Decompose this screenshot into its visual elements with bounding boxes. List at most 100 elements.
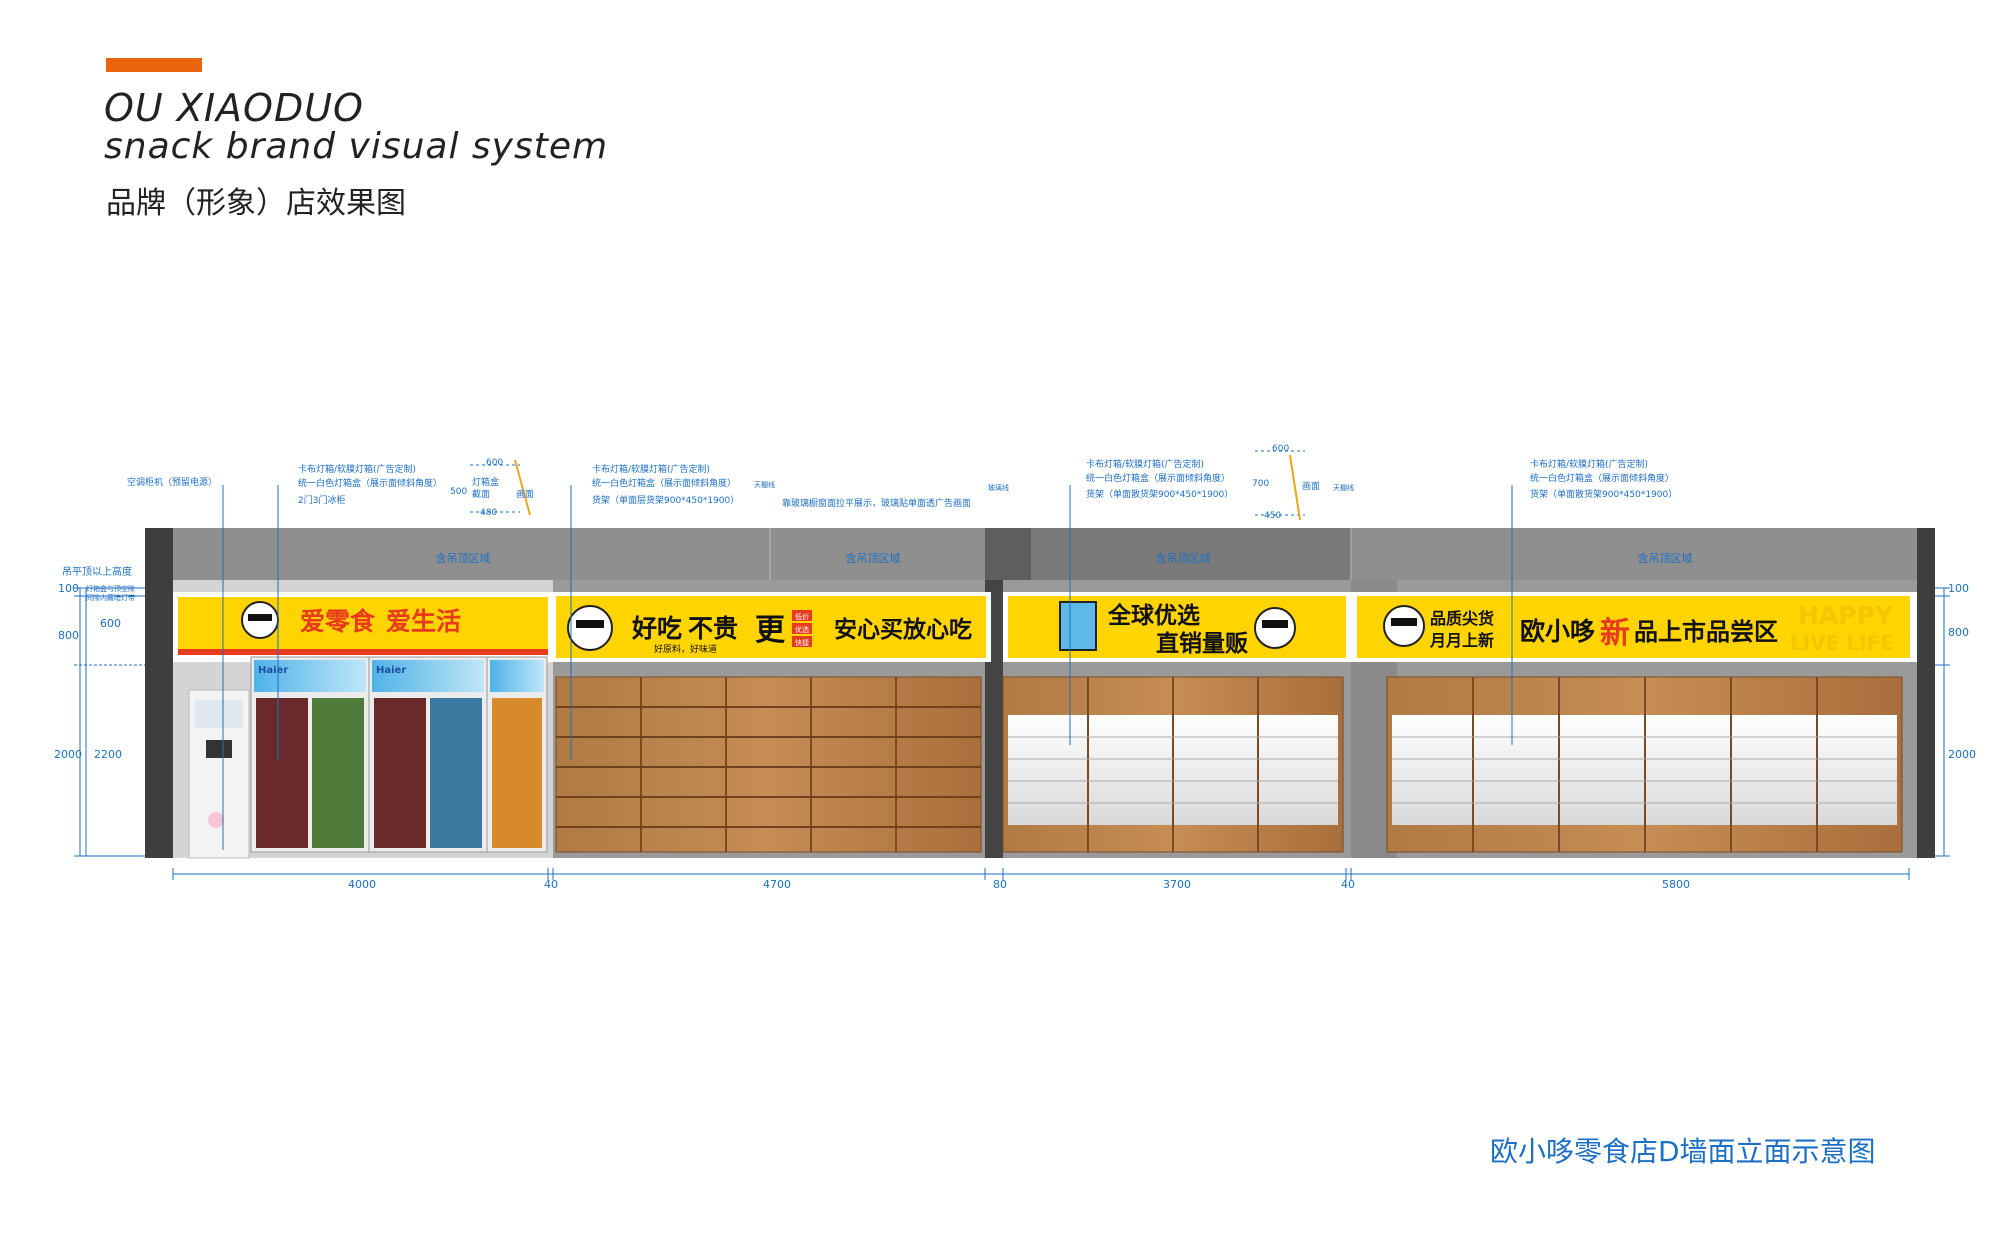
fridge-brand-2: Haier (376, 665, 406, 676)
brand-title: OU XIAODUO (104, 86, 364, 130)
sign-2: 好吃 不贵 好原料，好味道 更 低价 优选 快捷 安心买放心吃 (551, 592, 991, 662)
sign4-text-g: LIVE LIFE (1790, 631, 1894, 655)
sign4-text-d: 新 (1600, 616, 1630, 651)
ldim-0: 100 (58, 582, 79, 595)
sign2-text-b: 不贵 (688, 614, 738, 643)
ann-ac: 空调柜机（预留电源） (127, 476, 217, 488)
sd-1: 500 (450, 487, 467, 497)
ann-hang-note2: 间隙内藏暗灯带 (86, 593, 135, 602)
sign2-text-g: 安心买放心吃 (834, 616, 972, 643)
ann-ceiling-line-2: 天棚线 (1333, 483, 1354, 492)
shelf-bank-3 (1386, 676, 1903, 853)
sd-0: 600 (486, 458, 503, 468)
ceiling-dark-gap (985, 528, 1031, 580)
sign-3: 全球优选 直销量贩 (1003, 592, 1351, 662)
bottom-dim-lines (172, 868, 1910, 880)
ann-shelf-3: 货架（单面散货架900*450*1900） (1086, 488, 1233, 500)
shelf-bank-1 (555, 676, 982, 853)
ann-lightbox-b-4: 统一白色灯箱盒（展示面倾斜角度） (1530, 472, 1674, 484)
sign4-text-f: HAPPY (1798, 601, 1894, 630)
wdim-3: 80 (993, 878, 1007, 891)
sign-1: 爱零食 爱生活 (173, 592, 553, 662)
wdim-5: 40 (1341, 878, 1355, 891)
wdim-2: 4700 (763, 878, 791, 891)
sign1-text-b: 爱生活 (386, 607, 461, 636)
ldim-1: 600 (100, 617, 121, 630)
sign2-text-h: 好原料，好味道 (654, 643, 717, 655)
ann-lightbox-b-3: 统一白色灯箱盒（展示面倾斜角度） (1086, 472, 1230, 484)
ann-fridge: 2门3门冰柜 (298, 494, 345, 506)
sign2-text-e: 优选 (795, 625, 809, 634)
accent-bar (106, 58, 202, 72)
sd-3: 600 (1272, 444, 1289, 454)
sign4-text-c: 欧小哆 (1520, 617, 1595, 646)
ldim-4: 2200 (94, 748, 122, 761)
left-dim-lines (74, 587, 145, 857)
sign3-text-a: 全球优选 (1107, 602, 1200, 629)
ann-shelf-4: 货架（单面散货架900*450*1900） (1530, 488, 1677, 500)
fridge-group-1: Haier (250, 656, 370, 853)
flower-icon (208, 812, 224, 828)
fridge-single (486, 656, 548, 853)
sd-2: 480 (480, 508, 497, 518)
sign3-text-b: 直销量贩 (1156, 630, 1248, 657)
sign2-text-c: 更 (755, 613, 786, 648)
sign4-text-e: 品上市品尝区 (1634, 618, 1778, 646)
sd-4: 700 (1252, 479, 1269, 489)
shelf-bank-2 (1002, 676, 1344, 853)
brand-subtitle: snack brand visual system (104, 126, 609, 167)
sign2-text-d: 低价 (795, 612, 809, 621)
right-dim-labels: 100 800 2000 (1948, 582, 1976, 761)
bottom-dim-labels: 4000 40 4700 80 3700 40 5800 (348, 878, 1690, 891)
ceiling-label-4: 含吊顶区域 (1638, 551, 1693, 565)
ann-lightbox-a-2: 卡布灯箱/软膜灯箱(广告定制) (592, 463, 710, 475)
rdim-1: 800 (1948, 626, 1969, 639)
wdim-1: 40 (544, 878, 558, 891)
ann-lightbox-a-1: 卡布灯箱/软膜灯箱(广告定制) (298, 463, 416, 475)
fridge-group-2: Haier (368, 656, 488, 853)
leader-lines (222, 450, 1513, 850)
sign4-text-a: 品质尖货 (1430, 609, 1494, 628)
ceiling-label-2: 含吊顶区域 (846, 551, 901, 565)
ann-glass: 靠玻璃橱窗面拉平展示，玻璃贴单面透广告画面 (782, 497, 971, 509)
ann-lightbox-b-2: 统一白色灯箱盒（展示面倾斜角度） (592, 477, 736, 489)
ann-ceiling-line-1: 天棚线 (754, 480, 775, 489)
left-pillar (145, 528, 173, 858)
ceiling-mid-section (1031, 528, 1351, 580)
sign1-text-a: 爱零食 (300, 607, 376, 636)
left-dim-labels: 100 600 800 2000 2200 (54, 582, 122, 761)
page-title: 品牌（形象）店效果图 (106, 186, 406, 221)
sign2-text-a: 好吃 (631, 614, 682, 643)
ann-painting-2: 画面 (1302, 481, 1320, 492)
sd-5: 450 (1264, 511, 1281, 521)
right-pillar (1917, 528, 1935, 858)
sign-4: 品质尖货 月月上新 欧小哆 新 品上市品尝区 HAPPY LIVE LIFE (1351, 592, 1917, 662)
ann-lightbox-b-1: 统一白色灯箱盒（展示面倾斜角度） (298, 477, 442, 489)
ceiling-label-3: 含吊顶区域 (1156, 551, 1211, 565)
section-dims: 600 500 480 600 700 450 (450, 444, 1289, 521)
ann-shelf-2: 货架（单面层货架900*450*1900） (592, 494, 739, 506)
rdim-0: 100 (1948, 582, 1969, 595)
wdim-4: 3700 (1163, 878, 1191, 891)
ldim-3: 2000 (54, 748, 82, 761)
ceiling-label-1: 含吊顶区域 (436, 551, 491, 565)
sign4-text-b: 月月上新 (1429, 631, 1494, 650)
wdim-6: 5800 (1662, 878, 1690, 891)
diagram-caption: 欧小哆零食店D墙面立面示意图 (1490, 1135, 1876, 1168)
ann-section-label2: 截面 (472, 488, 490, 500)
fridge-brand-1: Haier (258, 665, 288, 676)
ann-section-label: 灯箱盒 (472, 476, 499, 488)
right-dim-lines (1935, 587, 1950, 857)
sign2-text-f: 快捷 (795, 638, 809, 647)
ann-lightbox-a-3: 卡布灯箱/软膜灯箱(广告定制) (1086, 458, 1204, 470)
ldim-2: 800 (58, 629, 79, 642)
air-conditioner (188, 689, 250, 859)
ann-glass-line: 玻璃线 (988, 483, 1009, 492)
wdim-0: 4000 (348, 878, 376, 891)
ann-painting-1: 画面 (516, 489, 534, 500)
ann-lightbox-a-4: 卡布灯箱/软膜灯箱(广告定制) (1530, 458, 1648, 470)
ann-hang-left: 吊平顶以上高度 (62, 565, 132, 578)
rdim-2: 2000 (1948, 748, 1976, 761)
drink-icon (1059, 601, 1097, 651)
